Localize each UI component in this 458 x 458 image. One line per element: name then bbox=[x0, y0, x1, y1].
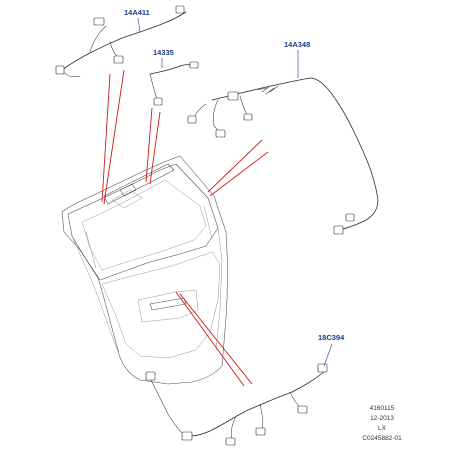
label-18c394: 18C394 bbox=[318, 333, 345, 342]
gas-strut-right bbox=[203, 205, 213, 239]
harness-14335-drop bbox=[149, 73, 159, 101]
harness-14a411: 14A411 bbox=[55, 5, 187, 78]
label-18c394-leader bbox=[323, 343, 333, 367]
harness-14a348-trunk bbox=[211, 77, 379, 231]
harness-14a348-branch-1 bbox=[212, 99, 221, 133]
harness-18c394-branch-2 bbox=[259, 403, 264, 431]
callout-18c394-a bbox=[175, 291, 245, 387]
harness-14a411-branch-3 bbox=[61, 69, 81, 78]
harness-18c394-connector-6 bbox=[317, 363, 328, 373]
harness-14a348-branch-2 bbox=[239, 95, 249, 117]
harness-14a348-connector-5 bbox=[333, 225, 344, 235]
wiper-motor-area bbox=[111, 189, 143, 209]
harness-14335-connector-2 bbox=[153, 97, 163, 106]
reference-line-2: 12-2013 bbox=[370, 415, 394, 422]
reference-block: 4160115 12-2013 LX C0245882-01 bbox=[362, 405, 402, 442]
harness-14a411-branch-1 bbox=[89, 25, 107, 53]
harness-18c394-connector-3 bbox=[297, 405, 308, 414]
harness-14a348-connector-6 bbox=[345, 213, 355, 222]
harness-14a348-connector-4 bbox=[227, 91, 239, 101]
harness-18c394-connector-4 bbox=[225, 437, 236, 446]
tailgate-inner-edge-left bbox=[71, 235, 119, 353]
reference-line-3: LX bbox=[378, 425, 387, 432]
tailgate-outer-outline bbox=[61, 155, 228, 385]
harness-14a411-connector-2 bbox=[175, 5, 185, 14]
licence-plate-recess bbox=[137, 289, 199, 323]
harness-14335-trunk bbox=[149, 64, 195, 75]
harness-18c394-connector-5 bbox=[181, 431, 193, 441]
tailgate-glass-frame bbox=[67, 163, 219, 281]
harness-14335: 14335 bbox=[149, 48, 199, 106]
callout-18c394-b bbox=[179, 293, 253, 385]
label-14a411: 14A411 bbox=[124, 8, 150, 17]
harness-18c394-branch-1 bbox=[149, 377, 187, 437]
label-14a348: 14A348 bbox=[284, 40, 310, 49]
harness-14a348-connector-3 bbox=[187, 115, 197, 124]
tailgate-handle bbox=[149, 297, 187, 311]
callout-14335-a bbox=[145, 107, 153, 183]
callout-14a411-b bbox=[103, 69, 125, 205]
harness-14a348: 14A348 bbox=[187, 40, 379, 235]
harness-14a411-connector-1 bbox=[93, 17, 105, 26]
harness-14a348-connector-2 bbox=[243, 113, 253, 121]
reference-line-4: C0245882-01 bbox=[362, 435, 402, 442]
label-14335: 14335 bbox=[153, 48, 174, 57]
harness-14a348-connector-1 bbox=[215, 129, 226, 138]
harness-14a411-connector-4 bbox=[55, 65, 65, 75]
label-14a411-leader bbox=[137, 17, 141, 33]
harness-18c394-branch-4 bbox=[230, 415, 237, 441]
harness-18c394-trunk bbox=[189, 371, 325, 437]
spoiler bbox=[103, 163, 175, 205]
harness-14a348-convolute bbox=[257, 85, 279, 95]
callout-14a411-a bbox=[101, 73, 111, 203]
harness-14335-connector-1 bbox=[189, 61, 199, 69]
harness-14a411-trunk bbox=[61, 11, 187, 71]
callout-14a348-a bbox=[207, 139, 263, 193]
callout-14a348-b bbox=[209, 151, 269, 197]
tailgate-inner-edge-right bbox=[215, 227, 223, 351]
harness-14a411-connector-3 bbox=[113, 55, 124, 64]
tailgate-glass bbox=[81, 179, 207, 271]
callout-14335-b bbox=[149, 111, 161, 185]
tailgate bbox=[61, 155, 228, 385]
gas-strut-left bbox=[85, 231, 97, 269]
harness-18c394-connector-2 bbox=[255, 427, 266, 436]
reference-line-1: 4160115 bbox=[370, 405, 395, 412]
callout-lines bbox=[101, 69, 269, 387]
harness-18c394: 18C394 bbox=[145, 333, 345, 446]
tailgate-lower-panel bbox=[101, 251, 221, 359]
harness-18c394-connector-1 bbox=[145, 371, 156, 381]
